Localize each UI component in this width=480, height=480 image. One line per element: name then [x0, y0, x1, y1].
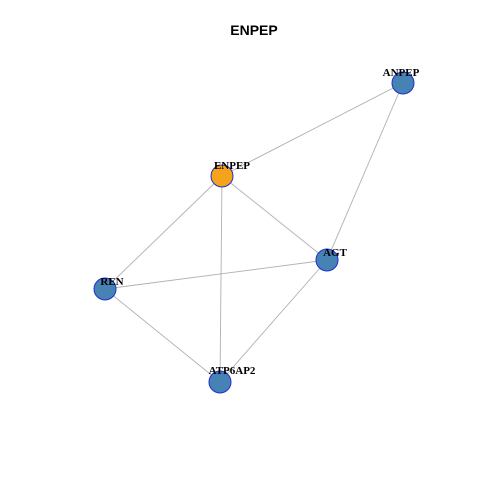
- graph-title: ENPEP: [230, 22, 277, 38]
- node-anpep[interactable]: ANPEP: [383, 67, 420, 95]
- edge-ren-atp6ap2: [104, 288, 221, 383]
- edge-enpep-ren: [104, 175, 223, 290]
- node-agt[interactable]: AGT: [315, 247, 348, 272]
- node-label-anpep: ANPEP: [383, 67, 420, 79]
- node-atp6ap2[interactable]: ATP6AP2: [208, 365, 256, 394]
- node-label-agt: AGT: [323, 247, 348, 259]
- edge-enpep-atp6ap2: [219, 175, 223, 383]
- node-circle-agt[interactable]: [315, 248, 339, 272]
- node-label-enpep: ENPEP: [214, 160, 250, 172]
- edge-layer: [104, 82, 404, 383]
- node-enpep[interactable]: ENPEP: [210, 160, 250, 188]
- edge-anpep-agt: [326, 82, 404, 261]
- node-circle-ren[interactable]: [93, 277, 117, 301]
- node-label-atp6ap2: ATP6AP2: [209, 365, 256, 377]
- edge-agt-atp6ap2: [219, 259, 328, 383]
- node-circle-enpep[interactable]: [210, 164, 234, 188]
- node-circle-anpep[interactable]: [391, 71, 415, 95]
- edge-ren-agt: [104, 259, 328, 290]
- node-circle-atp6ap2[interactable]: [208, 370, 232, 394]
- node-layer: ENPEP ANPEP AGT REN ATP6AP2: [93, 67, 420, 394]
- node-ren[interactable]: REN: [93, 276, 124, 301]
- edge-enpep-anpep: [221, 82, 404, 177]
- edge-enpep-agt: [221, 175, 328, 261]
- node-label-ren: REN: [100, 276, 123, 288]
